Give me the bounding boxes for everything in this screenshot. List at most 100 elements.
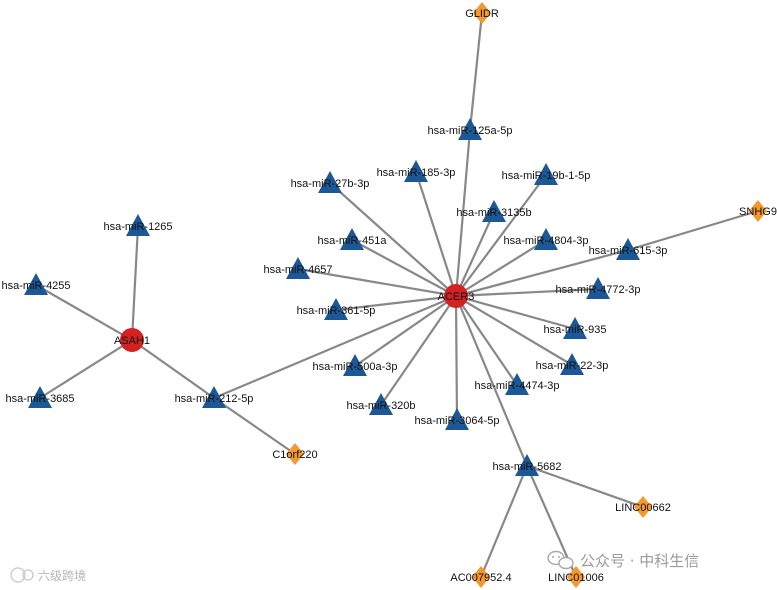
node-label: hsa-miR-500a-3p	[313, 361, 398, 373]
node-label: hsa-miR-4657	[263, 264, 332, 276]
node-mir-4657[interactable]: hsa-miR-4657	[263, 257, 333, 279]
node-label: SNHG9	[739, 206, 777, 218]
lncrna-diamond-marker	[567, 566, 585, 588]
node-mir-500a-3p[interactable]: hsa-miR-500a-3p	[313, 354, 398, 376]
lncrna-diamond-marker	[473, 2, 491, 24]
node-label: hsa-miR-27b-3p	[291, 178, 370, 190]
node-mir-4772-3p[interactable]: hsa-miR-4772-3p	[556, 277, 641, 299]
mirna-triangle-marker	[126, 214, 150, 236]
lncrna-diamond-marker	[749, 200, 767, 222]
node-mir-935[interactable]: hsa-miR-935	[544, 317, 607, 339]
node-glidr[interactable]: GLIDR	[465, 2, 499, 24]
mirna-triangle-marker	[28, 386, 52, 408]
edge-acer3-mir-3064-5p	[454, 295, 459, 421]
node-mir-5682[interactable]: hsa-miR-5682	[492, 454, 562, 476]
mirna-triangle-marker	[534, 228, 558, 250]
node-mir-320b[interactable]: hsa-miR-320b	[346, 393, 416, 415]
mirna-triangle-marker	[505, 373, 529, 395]
edge-acer3-mir-185-3p	[414, 171, 458, 297]
node-mir-3685[interactable]: hsa-miR-3685	[5, 386, 75, 408]
wechat-logo-icon	[547, 550, 574, 570]
watermark-right: 公众号 · 中科生信	[547, 550, 699, 570]
mirna-triangle-marker	[340, 228, 364, 250]
node-acer3[interactable]: ACER3	[438, 284, 475, 308]
node-label: hsa-miR-19b-1-5p	[502, 170, 591, 182]
edge-acer3-mir-4657	[297, 267, 457, 298]
node-label: hsa-miR-125a-5p	[428, 125, 513, 137]
edge-acer3-mir-3135b	[454, 211, 496, 297]
watermark-left-logo-icon	[10, 567, 34, 583]
node-label: hsa-miR-3064-5p	[415, 415, 500, 427]
mirna-triangle-marker	[534, 163, 558, 185]
node-label: hsa-miR-185-3p	[377, 167, 456, 179]
edge-asah1-mir-1265	[130, 225, 140, 341]
edge-acer3-mir-320b	[380, 295, 457, 406]
node-c1orf220[interactable]: C1orf220	[272, 443, 318, 465]
node-linc00662[interactable]: LINC00662	[615, 496, 671, 518]
node-label: ASAH1	[114, 335, 150, 347]
watermark-left: 六级跨境	[10, 567, 86, 583]
node-label: LINC00662	[615, 502, 671, 514]
mirna-triangle-marker	[445, 408, 469, 430]
node-mir-3135b[interactable]: hsa-miR-3135b	[456, 200, 532, 222]
node-mir-185-3p[interactable]: hsa-miR-185-3p	[377, 160, 456, 182]
node-label: hsa-miR-4474-3p	[475, 380, 560, 392]
node-label: hsa-miR-615-3p	[589, 245, 668, 257]
node-label: hsa-miR-935	[544, 324, 607, 336]
edge-acer3-mir-19b-1-5p	[455, 174, 547, 297]
node-mir-451a[interactable]: hsa-miR-451a	[317, 228, 387, 250]
node-asah1[interactable]: ASAH1	[114, 328, 150, 352]
node-label: AC007952.4	[450, 572, 511, 584]
mirna-triangle-marker	[586, 277, 610, 299]
node-mir-125a-5p[interactable]: hsa-miR-125a-5p	[428, 118, 513, 140]
node-label: hsa-miR-1265	[103, 221, 172, 233]
node-linc01006[interactable]: LINC01006	[548, 566, 604, 588]
node-mir-27b-3p[interactable]: hsa-miR-27b-3p	[291, 171, 370, 193]
node-mir-4255[interactable]: hsa-miR-4255	[1, 273, 71, 295]
edge-acer3-mir-935	[455, 294, 576, 331]
node-mir-3064-5p[interactable]: hsa-miR-3064-5p	[415, 408, 500, 430]
edge-acer3-mir-4804-3p	[455, 239, 547, 297]
mirna-triangle-marker	[318, 171, 342, 193]
node-label: hsa-miR-3685	[5, 393, 74, 405]
node-mir-22-3p[interactable]: hsa-miR-22-3p	[536, 353, 609, 375]
edge-mir-5682-ac007952.4	[479, 465, 529, 578]
lncrna-diamond-marker	[634, 496, 652, 518]
gene-circle-marker	[444, 284, 468, 308]
edge-layer	[35, 12, 759, 578]
mirna-triangle-marker	[369, 393, 393, 415]
watermark-left-text: 六级跨境	[38, 568, 86, 583]
node-label: hsa-miR-4255	[1, 280, 70, 292]
mirna-triangle-marker	[324, 298, 348, 320]
node-label: GLIDR	[465, 8, 499, 20]
node-label: LINC01006	[548, 572, 604, 584]
node-label: C1orf220	[272, 449, 317, 461]
mirna-triangle-marker	[563, 317, 587, 339]
node-ac007952-4[interactable]: AC007952.4	[450, 566, 512, 588]
node-mir-19b-1-5p[interactable]: hsa-miR-19b-1-5p	[502, 163, 591, 185]
mirna-triangle-marker	[515, 454, 539, 476]
node-mir-4804-3p[interactable]: hsa-miR-4804-3p	[504, 228, 589, 250]
node-label: hsa-miR-5682	[492, 461, 561, 473]
node-label: hsa-miR-22-3p	[536, 360, 609, 372]
edge-acer3-mir-27b-3p	[329, 182, 457, 297]
edge-asah1-mir-212-5p	[131, 339, 215, 399]
node-label: hsa-miR-451a	[317, 235, 387, 247]
node-mir-615-3p[interactable]: hsa-miR-615-3p	[589, 238, 668, 260]
edge-asah1-mir-3685	[39, 339, 133, 399]
node-mir-4474-3p[interactable]: hsa-miR-4474-3p	[475, 373, 560, 395]
mirna-triangle-marker	[343, 354, 367, 376]
edge-acer3-mir-4772-3p	[455, 287, 599, 298]
mirna-triangle-marker	[458, 118, 482, 140]
edge-acer3-mir-615-3p	[455, 248, 629, 298]
edge-asah1-mir-4255	[35, 284, 133, 341]
node-mir-212-5p[interactable]: hsa-miR-212-5p	[175, 386, 254, 408]
node-label: hsa-miR-3135b	[456, 207, 531, 219]
edge-acer3-mir-5682	[454, 295, 529, 467]
node-snhg9[interactable]: SNHG9	[739, 200, 777, 222]
node-mir-1265[interactable]: hsa-miR-1265	[103, 214, 173, 236]
edge-acer3-mir-212-5p	[213, 294, 457, 400]
node-mir-361-5p[interactable]: hsa-miR-361-5p	[297, 298, 376, 320]
